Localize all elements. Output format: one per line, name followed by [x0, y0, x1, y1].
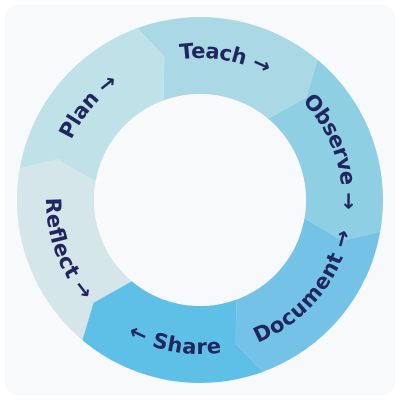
segment-teach — [137, 17, 318, 119]
segment-share — [82, 281, 263, 383]
segment-plan — [19, 28, 165, 182]
segment-observe — [268, 59, 384, 241]
segment-document — [235, 218, 381, 372]
segment-reflect — [16, 159, 132, 341]
ring-inner-hole — [94, 94, 306, 306]
cycle-segments — [16, 17, 384, 383]
